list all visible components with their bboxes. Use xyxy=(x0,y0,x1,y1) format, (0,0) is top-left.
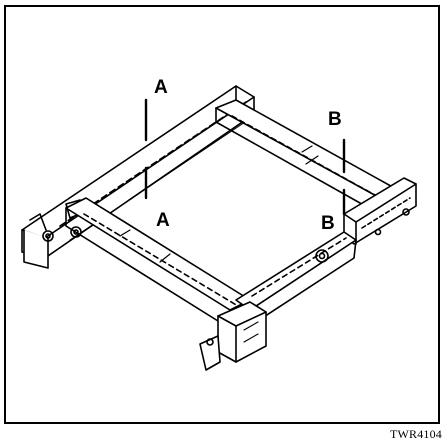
left-front-bracket xyxy=(23,199,85,269)
section-label-a-top: A xyxy=(154,77,168,98)
section-label-b-top: B xyxy=(328,109,342,130)
rear-crossmember xyxy=(215,99,399,213)
section-label-a-bottom: A xyxy=(156,210,170,231)
front-right-bracket xyxy=(199,301,267,371)
section-label-b-bottom: B xyxy=(321,213,335,234)
figure-code: TWR4104 xyxy=(389,427,442,441)
